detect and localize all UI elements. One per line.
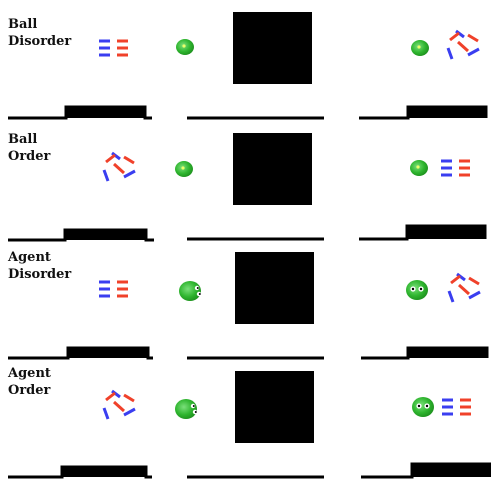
- row-ball-order: [8, 133, 487, 242]
- ordered-sticks-group: [99, 280, 128, 298]
- panel-right-row1: [359, 29, 488, 120]
- row-label-ball-order: Ball Order: [8, 132, 51, 164]
- ball-highlight: [181, 166, 185, 170]
- blue-stick: [468, 290, 481, 300]
- red-stick: [467, 33, 479, 43]
- agent-pupil: [198, 293, 201, 295]
- red-stick: [123, 393, 135, 403]
- blue-stick: [446, 47, 454, 60]
- red-stick: [112, 400, 126, 413]
- agent-pupil: [194, 411, 197, 413]
- agent-pupil: [425, 404, 429, 408]
- ground-block: [65, 230, 146, 240]
- agent-pupil: [417, 404, 421, 408]
- panel-middle-row3: [179, 252, 324, 360]
- agent: [406, 280, 428, 300]
- disordered-sticks-group: [446, 29, 480, 60]
- panel-middle-row1: [176, 12, 324, 120]
- ball: [176, 39, 194, 55]
- agent-pupil: [419, 287, 423, 291]
- ball-highlight: [416, 165, 420, 169]
- ball: [411, 40, 429, 56]
- blue-stick: [456, 272, 466, 282]
- panel-right-row3: [361, 272, 489, 360]
- agent-pupil: [196, 287, 199, 289]
- red-stick: [456, 40, 470, 53]
- agent: [175, 399, 198, 419]
- ball: [175, 161, 193, 177]
- occluder-box: [233, 133, 312, 205]
- row-ball-disorder: [8, 12, 488, 120]
- red-stick: [112, 162, 126, 175]
- row-agent-order: [8, 371, 491, 479]
- occluder-box: [235, 252, 314, 324]
- red-stick: [449, 31, 460, 42]
- disordered-sticks-group: [102, 151, 136, 182]
- agent: [179, 281, 202, 301]
- agent-body: [406, 280, 428, 300]
- agent-body: [179, 281, 201, 301]
- panel-right-row2: [359, 159, 487, 241]
- red-stick: [105, 391, 116, 402]
- row-label-agent-disorder: Agent Disorder: [8, 250, 72, 282]
- red-stick: [105, 153, 116, 164]
- agent-body: [175, 399, 197, 419]
- agent-body: [412, 397, 434, 417]
- panel-left-row4: [8, 389, 152, 479]
- agent: [412, 397, 434, 417]
- ball-highlight: [417, 45, 421, 49]
- red-stick: [450, 274, 461, 285]
- ground-block: [68, 348, 148, 358]
- blue-stick: [102, 407, 110, 420]
- panel-right-row4: [361, 397, 491, 479]
- occluder-box: [235, 371, 314, 443]
- panel-left-row3: [8, 280, 153, 360]
- disordered-sticks-group: [102, 389, 136, 420]
- row-label-agent-order: Agent Order: [8, 366, 51, 398]
- row-agent-disorder: [8, 252, 489, 360]
- blue-stick: [447, 290, 455, 303]
- ground-block: [62, 467, 146, 477]
- ground-block: [407, 226, 485, 239]
- ground-block: [412, 464, 491, 477]
- panel-middle-row4: [175, 371, 324, 479]
- ball: [410, 160, 428, 176]
- red-stick: [468, 276, 480, 286]
- panel-left-row2: [8, 151, 154, 242]
- blue-stick: [111, 151, 121, 161]
- panel-left-row1: [8, 39, 152, 120]
- blue-stick: [455, 29, 465, 39]
- agent-pupil: [411, 287, 415, 291]
- row-label-ball-disorder: Ball Disorder: [8, 17, 72, 49]
- blue-stick: [102, 169, 110, 182]
- ordered-sticks-group: [442, 398, 471, 416]
- blue-stick: [123, 407, 136, 417]
- ordered-sticks-group: [441, 159, 470, 177]
- ordered-sticks-group: [99, 39, 128, 57]
- red-stick: [123, 155, 135, 165]
- blue-stick: [111, 389, 121, 399]
- ground-block: [408, 107, 486, 118]
- agent-pupil: [192, 405, 195, 407]
- ground-block: [408, 348, 487, 358]
- panel-middle-row2: [175, 133, 324, 241]
- blue-stick: [123, 169, 136, 179]
- red-stick: [457, 283, 471, 296]
- ball-highlight: [182, 44, 186, 48]
- occluder-box: [233, 12, 312, 84]
- ground-block: [66, 107, 145, 118]
- blue-stick: [467, 47, 480, 57]
- disordered-sticks-group: [447, 272, 481, 303]
